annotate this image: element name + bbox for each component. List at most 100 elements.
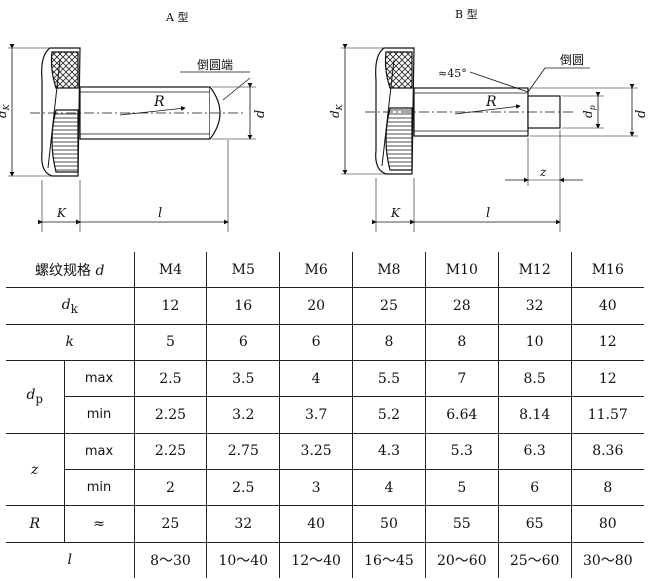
table-cell: 30～80 — [570, 541, 644, 578]
table-row-R: R ≈ 25 32 40 50 55 65 80 — [6, 505, 644, 543]
size-cell: M4 — [133, 252, 208, 289]
table-cell: 5.2 — [352, 396, 426, 434]
table-cell: 28 — [424, 287, 499, 325]
table-cell: 5.3 — [424, 432, 499, 471]
table-row-dp-min: min 2.25 3.2 3.7 5.2 6.64 8.14 11.57 — [6, 396, 644, 434]
table-cell: 2 — [133, 468, 208, 507]
figure-b-K-label: K — [390, 206, 401, 220]
figure-b-angle-label: ≈45° — [438, 67, 467, 80]
figure-a-title: A 型 — [165, 10, 188, 24]
table-cell: 20 — [279, 287, 354, 325]
figure-b-dk-label: dK — [328, 103, 344, 118]
table-cell: 3.7 — [279, 396, 354, 434]
spec-table-wrapper: 螺纹规格 d M4 M5 M6 M8 M10 M12 M16 dk 12 16 … — [6, 252, 644, 578]
table-cell: 65 — [497, 505, 572, 543]
technical-drawings: A 型 倒圆端 R dK d K l — [0, 7, 649, 232]
table-cell: 6 — [497, 468, 572, 507]
table-cell: 12 — [133, 287, 208, 325]
table-row-z-max: z max 2.25 2.75 3.25 4.3 5.3 6.3 8.36 — [6, 432, 644, 507]
figure-b-title: B 型 — [455, 7, 478, 21]
table-cell: 55 — [424, 505, 499, 543]
figure-a-dk-label: dK — [0, 103, 11, 118]
figure-a-chamfer-label: 倒圆端 — [197, 58, 233, 72]
table-cell: 5 — [133, 323, 208, 361]
table-cell: 20～60 — [424, 541, 499, 578]
table-cell: 8.36 — [570, 432, 644, 471]
table-row-dp-max: dp max 2.5 3.5 4 5.5 7 8.5 12 — [6, 359, 644, 434]
table-cell: 6 — [279, 323, 354, 361]
figure-a-R-label: R — [153, 94, 165, 110]
table-cell: 25～60 — [497, 541, 572, 578]
table-cell: 32 — [497, 287, 572, 325]
row-sublabel-max: max — [63, 359, 135, 398]
table-cell: 3.2 — [206, 396, 281, 434]
row-sublabel-min: min — [64, 468, 135, 507]
table-cell: 25 — [133, 505, 208, 543]
table-header-row: 螺纹规格 d M4 M5 M6 M8 M10 M12 M16 — [6, 252, 644, 289]
row-label-dp: dp — [6, 359, 65, 434]
table-cell: 40 — [570, 287, 644, 325]
header-label: 螺纹规格 — [35, 262, 92, 279]
row-label-k: k — [6, 323, 135, 361]
table-cell: 32 — [206, 505, 281, 543]
table-cell: 4 — [279, 359, 354, 398]
table-cell: 5.5 — [352, 359, 426, 398]
figure-b-chamfer-label: 倒圆 — [560, 53, 584, 67]
table-cell: 3.5 — [206, 359, 281, 398]
table-cell: 3.25 — [279, 432, 354, 471]
table-cell: 12～40 — [279, 541, 354, 578]
figure-b — [341, 44, 638, 232]
table-row-k: k 5 6 6 8 8 10 12 — [6, 323, 644, 361]
table-cell: 8.5 — [497, 359, 572, 398]
row-sublabel-min: min — [64, 396, 135, 434]
table-row-dk: dk 12 16 20 25 28 32 40 — [6, 287, 644, 325]
figure-a-K-label: K — [56, 206, 67, 220]
table-cell: 8 — [352, 323, 426, 361]
row-label-R: R — [6, 505, 65, 543]
row-label-l: l — [6, 541, 135, 578]
table-cell: 25 — [352, 287, 426, 325]
table-cell: 80 — [570, 505, 644, 543]
table-cell: 12 — [570, 359, 644, 398]
table-cell: 4 — [352, 468, 426, 507]
table-cell: 8 — [570, 468, 644, 507]
size-cell: M6 — [279, 252, 354, 289]
figure-b-dp-label: dp — [581, 105, 597, 118]
table-cell: 2.25 — [133, 396, 208, 434]
table-cell: 6.64 — [424, 396, 499, 434]
table-row-l: l 8～30 10～40 12～40 16～45 20～60 25～60 30～… — [6, 541, 644, 578]
figure-b-l-label: l — [486, 206, 490, 221]
header-symbol: d — [95, 262, 105, 279]
table-cell: 5 — [424, 468, 499, 507]
table-cell: 2.5 — [206, 468, 281, 507]
table-cell: 40 — [279, 505, 354, 543]
table-cell: 2.25 — [133, 432, 208, 471]
table-cell: 6 — [206, 323, 281, 361]
table-cell: 16 — [206, 287, 281, 325]
table-cell: 50 — [352, 505, 426, 543]
size-cell: M8 — [352, 252, 426, 289]
table-cell: 4.3 — [352, 432, 426, 471]
size-cell: M5 — [206, 252, 281, 289]
row-label-dk: dk — [6, 287, 135, 325]
table-cell: 16～45 — [352, 541, 426, 578]
figure-b-z-label: z — [539, 165, 547, 179]
figure-b-d-label: d — [634, 110, 649, 118]
table-cell: 3 — [279, 468, 354, 507]
figure-a — [8, 44, 256, 232]
size-cell: M16 — [570, 252, 644, 289]
table-cell: 12 — [570, 323, 644, 361]
header-label-cell: 螺纹规格 d — [6, 252, 135, 289]
size-cell: M12 — [497, 252, 572, 289]
table-cell: 2.5 — [133, 359, 208, 398]
size-cell: M10 — [424, 252, 499, 289]
table-cell: 10 — [497, 323, 572, 361]
figure-b-R-label: R — [485, 94, 497, 110]
figure-a-l-label: l — [158, 206, 162, 221]
table-cell: 8 — [424, 323, 499, 361]
table-cell: 8～30 — [133, 541, 208, 578]
table-cell: 11.57 — [570, 396, 644, 434]
table-cell: 2.75 — [206, 432, 281, 471]
table-cell: 8.14 — [497, 396, 572, 434]
row-sublabel-approx: ≈ — [63, 505, 135, 543]
